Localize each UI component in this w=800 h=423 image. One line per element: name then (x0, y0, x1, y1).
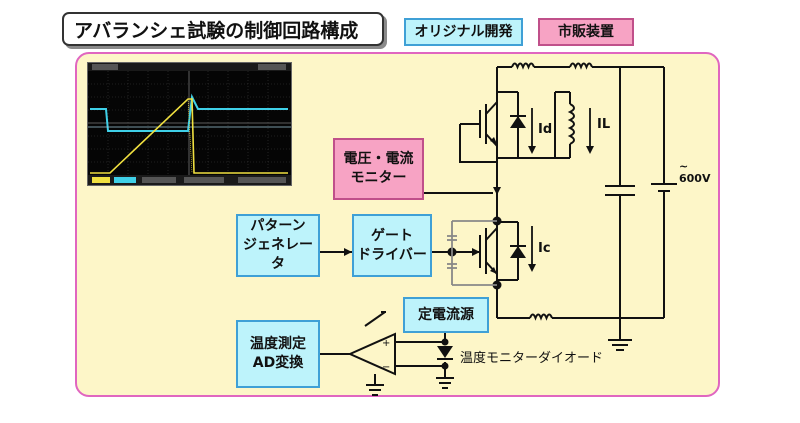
oscilloscope-screen (87, 62, 292, 186)
supply-voltage-label: ~ 600V (679, 160, 711, 185)
temperature-diode-label: 温度モニターダイオード (460, 351, 604, 366)
ic-current-label: Ic (538, 241, 551, 256)
diagram-title: アバランシェ試験の制御回路構成 (62, 12, 384, 46)
oscilloscope-waveform (88, 63, 291, 185)
il-current-label: IL (597, 117, 611, 132)
temperature-ad-block: 温度測定 AD変換 (236, 320, 320, 388)
gate-driver-block: ゲート ドライバー (352, 214, 432, 277)
pattern-generator-block: パターン ジェネレータ (236, 214, 320, 277)
svg-text:−: − (382, 362, 390, 373)
constant-current-source-block: 定電流源 (403, 297, 489, 333)
id-current-label: Id (538, 122, 553, 137)
voltage-current-monitor-block: 電圧・電流 モニター (333, 138, 424, 200)
legend-commercial-equipment: 市販装置 (538, 18, 634, 46)
legend-original-development: オリジナル開発 (404, 18, 523, 46)
svg-text:+: + (382, 338, 390, 349)
